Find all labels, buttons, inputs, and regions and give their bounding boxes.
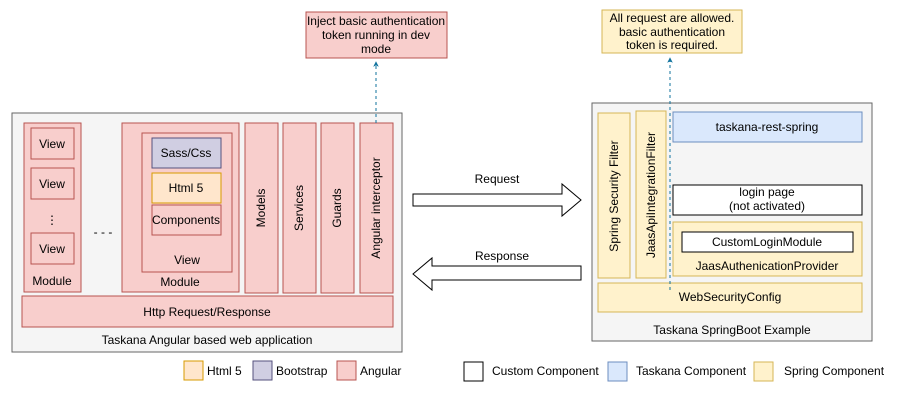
view-box-3 xyxy=(30,232,75,265)
legend-label-spring: Spring Component xyxy=(784,364,885,378)
angular-columns: Models Services Guards Angular intercept… xyxy=(244,122,394,294)
sass-css-box xyxy=(151,137,222,169)
module-2-view-label: View xyxy=(174,253,200,267)
spring-security-filter: Spring Security Filter xyxy=(597,112,631,279)
legend-swatch-taskana xyxy=(607,361,628,382)
http-request-response-bar: Http Request/Response xyxy=(21,295,394,328)
angular-note-line-3: mode xyxy=(361,42,391,56)
models-label: Models xyxy=(254,189,268,228)
module-ellipsis: - - - xyxy=(94,225,113,239)
legend-swatch-custom xyxy=(463,361,484,382)
custom-login-module-box xyxy=(681,231,854,253)
module-1: View View ⋮ View Module xyxy=(23,122,82,293)
login-page-box: login page (not activated) xyxy=(672,184,863,216)
view-label-3: View xyxy=(39,242,65,256)
angular-app-caption: Taskana Angular based web application xyxy=(102,333,313,347)
models-box xyxy=(244,122,279,294)
legend-label-taskana: Taskana Component xyxy=(636,364,747,378)
angular-note-line-1: Inject basic authentication xyxy=(307,14,445,28)
taskana-rest-spring-label: taskana-rest-spring xyxy=(716,120,819,134)
legend-swatch-spring xyxy=(753,361,774,382)
guards-box xyxy=(320,122,355,294)
taskana-rest-spring: taskana-rest-spring xyxy=(672,111,863,143)
module-2: Sass/Css Html 5 Components View Module xyxy=(121,122,240,293)
login-page-label: login page xyxy=(739,185,795,199)
request-arrow: Request xyxy=(412,172,582,218)
angular-note-line-2: token running in dev xyxy=(322,28,430,42)
legend-swatch-angular xyxy=(336,360,357,381)
custom-login-module-label: CustomLoginModule xyxy=(712,235,822,249)
jaas-provider-label: JaasAuthenicationProvider xyxy=(696,259,839,273)
view-label-2: View xyxy=(39,177,65,191)
spring-note-line-1: All request are allowed. xyxy=(610,11,735,25)
spring-note-line-2: basic authentication xyxy=(619,25,725,39)
services-box xyxy=(282,122,317,294)
module-1-label: Module xyxy=(32,274,72,288)
legend-label-bootstrap: Bootstrap xyxy=(276,364,328,378)
angular-note: Inject basic authentication token runnin… xyxy=(305,11,448,59)
services-label: Services xyxy=(292,185,306,231)
view-box-1 xyxy=(30,127,75,160)
view-box-2 xyxy=(30,167,75,200)
springboot-caption: Taskana SpringBoot Example xyxy=(653,323,811,337)
legend-swatch-bootstrap xyxy=(252,360,273,381)
components-label: Components xyxy=(152,213,220,227)
response-arrow: Response xyxy=(412,249,582,292)
jaas-api-integration-filter: JaasApiIntegrationFilter xyxy=(635,110,667,279)
spring-note-line-3: token is required. xyxy=(626,38,718,52)
jaas-api-integration-filter-label: JaasApiIntegrationFilter xyxy=(644,132,658,258)
jaas-authentication-provider: CustomLoginModule JaasAuthenicationProvi… xyxy=(672,221,863,277)
spring-note: All request are allowed. basic authentic… xyxy=(601,9,743,54)
legend-label-angular: Angular xyxy=(360,364,401,378)
legend-swatch-html5 xyxy=(183,360,204,381)
angular-interceptor-box xyxy=(359,122,394,294)
legend: Html 5 Bootstrap Angular Custom Componen… xyxy=(183,360,885,382)
module-2-label: Module xyxy=(160,275,200,289)
request-label: Request xyxy=(475,172,520,186)
login-page-sublabel: (not activated) xyxy=(729,199,805,213)
legend-label-custom: Custom Component xyxy=(492,364,599,378)
guards-label: Guards xyxy=(330,188,344,227)
html5-label: Html 5 xyxy=(169,181,204,195)
module-view-ellipsis: ⋮ xyxy=(46,213,58,227)
legend-label-html5: Html 5 xyxy=(207,364,242,378)
web-security-config: WebSecurityConfig xyxy=(597,282,863,313)
sass-css-label: Sass/Css xyxy=(161,146,212,160)
web-security-config-label: WebSecurityConfig xyxy=(679,290,782,304)
response-label: Response xyxy=(475,249,529,263)
angular-interceptor-label: Angular interceptor xyxy=(369,157,383,258)
html5-box xyxy=(151,172,222,204)
view-label-1: View xyxy=(39,137,65,151)
spring-security-filter-label: Spring Security Filter xyxy=(607,140,621,251)
components-box xyxy=(151,204,222,236)
http-bar-label: Http Request/Response xyxy=(143,305,271,319)
